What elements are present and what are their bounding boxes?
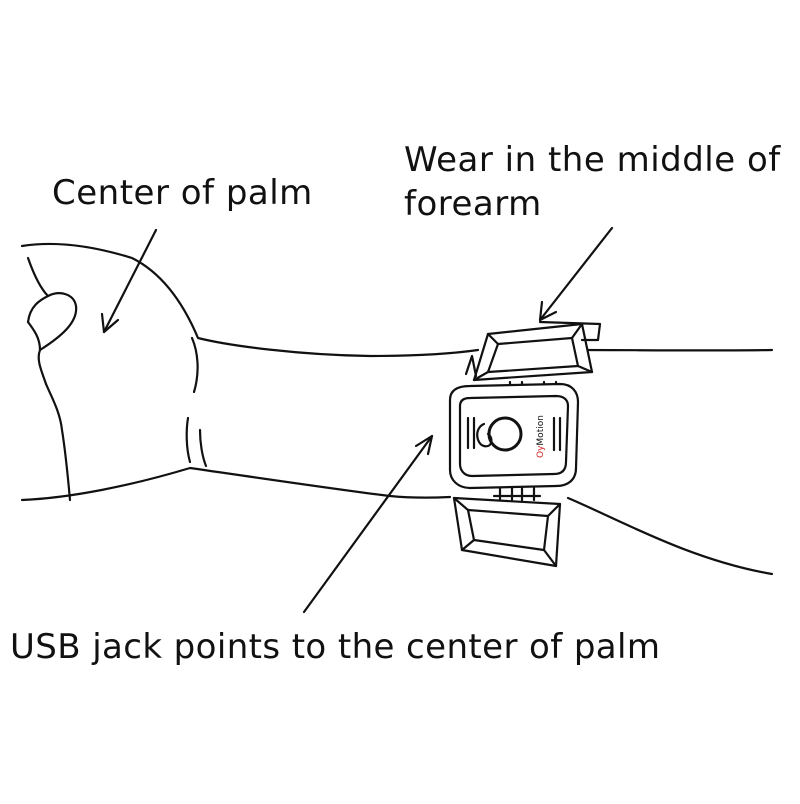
forearm-leader-line (540, 228, 612, 320)
hand-knuckle (39, 293, 76, 384)
brand-suffix: Motion (536, 415, 546, 446)
label-wear-forearm-line2: forearm (404, 182, 781, 226)
hand-palm-edge (46, 384, 70, 500)
forearm-bottom-line (568, 498, 772, 574)
label-wear-forearm-line1: Wear in the middle of (404, 138, 781, 182)
hand-finger-fold (28, 322, 40, 350)
hand-lower (22, 468, 450, 500)
palm-leader-line (104, 230, 156, 332)
wrist-crease-1 (192, 338, 198, 392)
strap-bottom (454, 498, 560, 566)
label-usb-jack: USB jack points to the center of palm (10, 628, 660, 667)
usb-leader-line (304, 436, 432, 612)
brand-prefix: Oy (536, 445, 546, 458)
brand-logo-text: OyMotion (536, 415, 546, 458)
sensor-body (450, 384, 578, 488)
wrist-crease-3 (200, 430, 206, 466)
connector-bottom (494, 488, 540, 500)
hand-thumb (28, 258, 48, 322)
label-wear-forearm: Wear in the middle of forearm (404, 138, 781, 226)
strap-top (466, 322, 600, 380)
usb-arrowhead (416, 436, 432, 454)
palm-arrowhead (102, 314, 118, 332)
wrist-crease-2 (187, 418, 190, 462)
hand-outline (22, 244, 478, 356)
label-center-of-palm: Center of palm (52, 174, 313, 213)
